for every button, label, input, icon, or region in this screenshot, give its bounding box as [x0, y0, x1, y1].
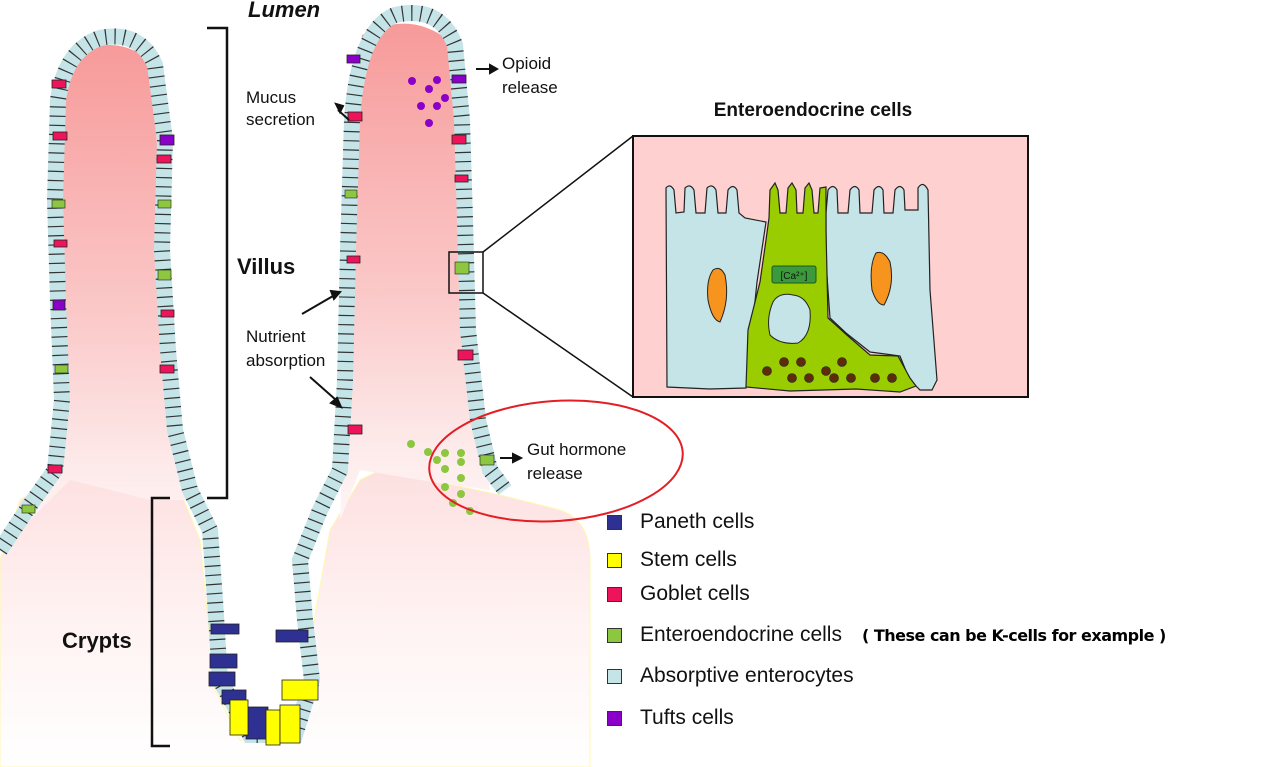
- opioid-label-line1: Opioid: [502, 54, 551, 73]
- connector-line-bottom: [482, 292, 634, 398]
- mucus-label-line1: Mucus: [246, 88, 296, 107]
- goblet-swatch: [607, 586, 622, 602]
- highlight-ellipse: [428, 399, 684, 523]
- paneth-cells: [208, 623, 309, 740]
- stem-cells: [229, 679, 319, 746]
- legend-label: Stem cells: [640, 548, 737, 571]
- enteroendocrine-cells-on-villi: [21, 189, 495, 514]
- legend-item-tufts: Tufts cells: [607, 705, 734, 731]
- legend-label: Tufts cells: [640, 706, 734, 729]
- lumen-label: Lumen: [248, 0, 320, 22]
- tuft-cells: [52, 54, 467, 311]
- villus-bracket: [207, 26, 229, 500]
- right-nucleus: [870, 251, 892, 306]
- enteroendocrine-swatch: [607, 627, 622, 643]
- secretory-granules: [762, 357, 897, 383]
- legend-label: Goblet cells: [640, 582, 750, 605]
- k-cells-note: ( These can be K-cells for example ): [861, 625, 1166, 645]
- left-villus-epithelium: [0, 5, 512, 743]
- gut-hormone-label-line1: Gut hormone: [527, 440, 626, 459]
- legend-item-stem: Stem cells: [607, 547, 737, 573]
- legend-item-goblet: Goblet cells: [607, 581, 750, 607]
- legend-item-enterocytes: Absorptive enterocytes: [607, 663, 854, 689]
- enteroendocrine-inset: [Ca²⁺]: [632, 135, 1029, 398]
- villus-label: Villus: [237, 254, 295, 279]
- legend-label: Paneth cells: [640, 510, 755, 533]
- calcium-box: [771, 265, 817, 284]
- opioid-label-line2: release: [502, 78, 558, 97]
- arrows: [301, 63, 524, 464]
- legend-label: Absorptive enterocytes: [640, 664, 854, 687]
- left-villus-core: [10, 45, 200, 540]
- calcium-label: [Ca²⁺]: [781, 271, 808, 282]
- paneth-swatch: [607, 514, 622, 530]
- left-nucleus: [707, 267, 728, 323]
- connector-line-top: [482, 135, 634, 253]
- inset-title: Enteroendocrine cells: [714, 100, 913, 121]
- crypts-bracket: [150, 496, 170, 748]
- opioid-granules: [408, 76, 449, 127]
- tufts-swatch: [607, 710, 622, 726]
- crypts-label: Crypts: [62, 628, 132, 653]
- zoom-region-box: [448, 251, 484, 294]
- goblet-cells: [47, 79, 474, 474]
- hormone-granules: [407, 440, 474, 515]
- nutrient-label-line2: absorption: [246, 351, 325, 370]
- mucus-label-line2: secretion: [246, 110, 315, 129]
- gut-hormone-label-line2: release: [527, 464, 583, 483]
- enterocyte-swatch: [607, 668, 622, 684]
- legend-label: Enteroendocrine cells: [640, 623, 842, 646]
- stem-swatch: [607, 552, 622, 568]
- tissue-base: [0, 469, 591, 767]
- legend-item-paneth: Paneth cells: [607, 509, 754, 535]
- legend-item-enteroendocrine: Enteroendocrine cells ( These can be K-c…: [607, 622, 1166, 648]
- nutrient-label-line1: Nutrient: [246, 327, 306, 346]
- right-villus-core: [340, 23, 490, 521]
- ee-cell-nucleus: [768, 293, 811, 344]
